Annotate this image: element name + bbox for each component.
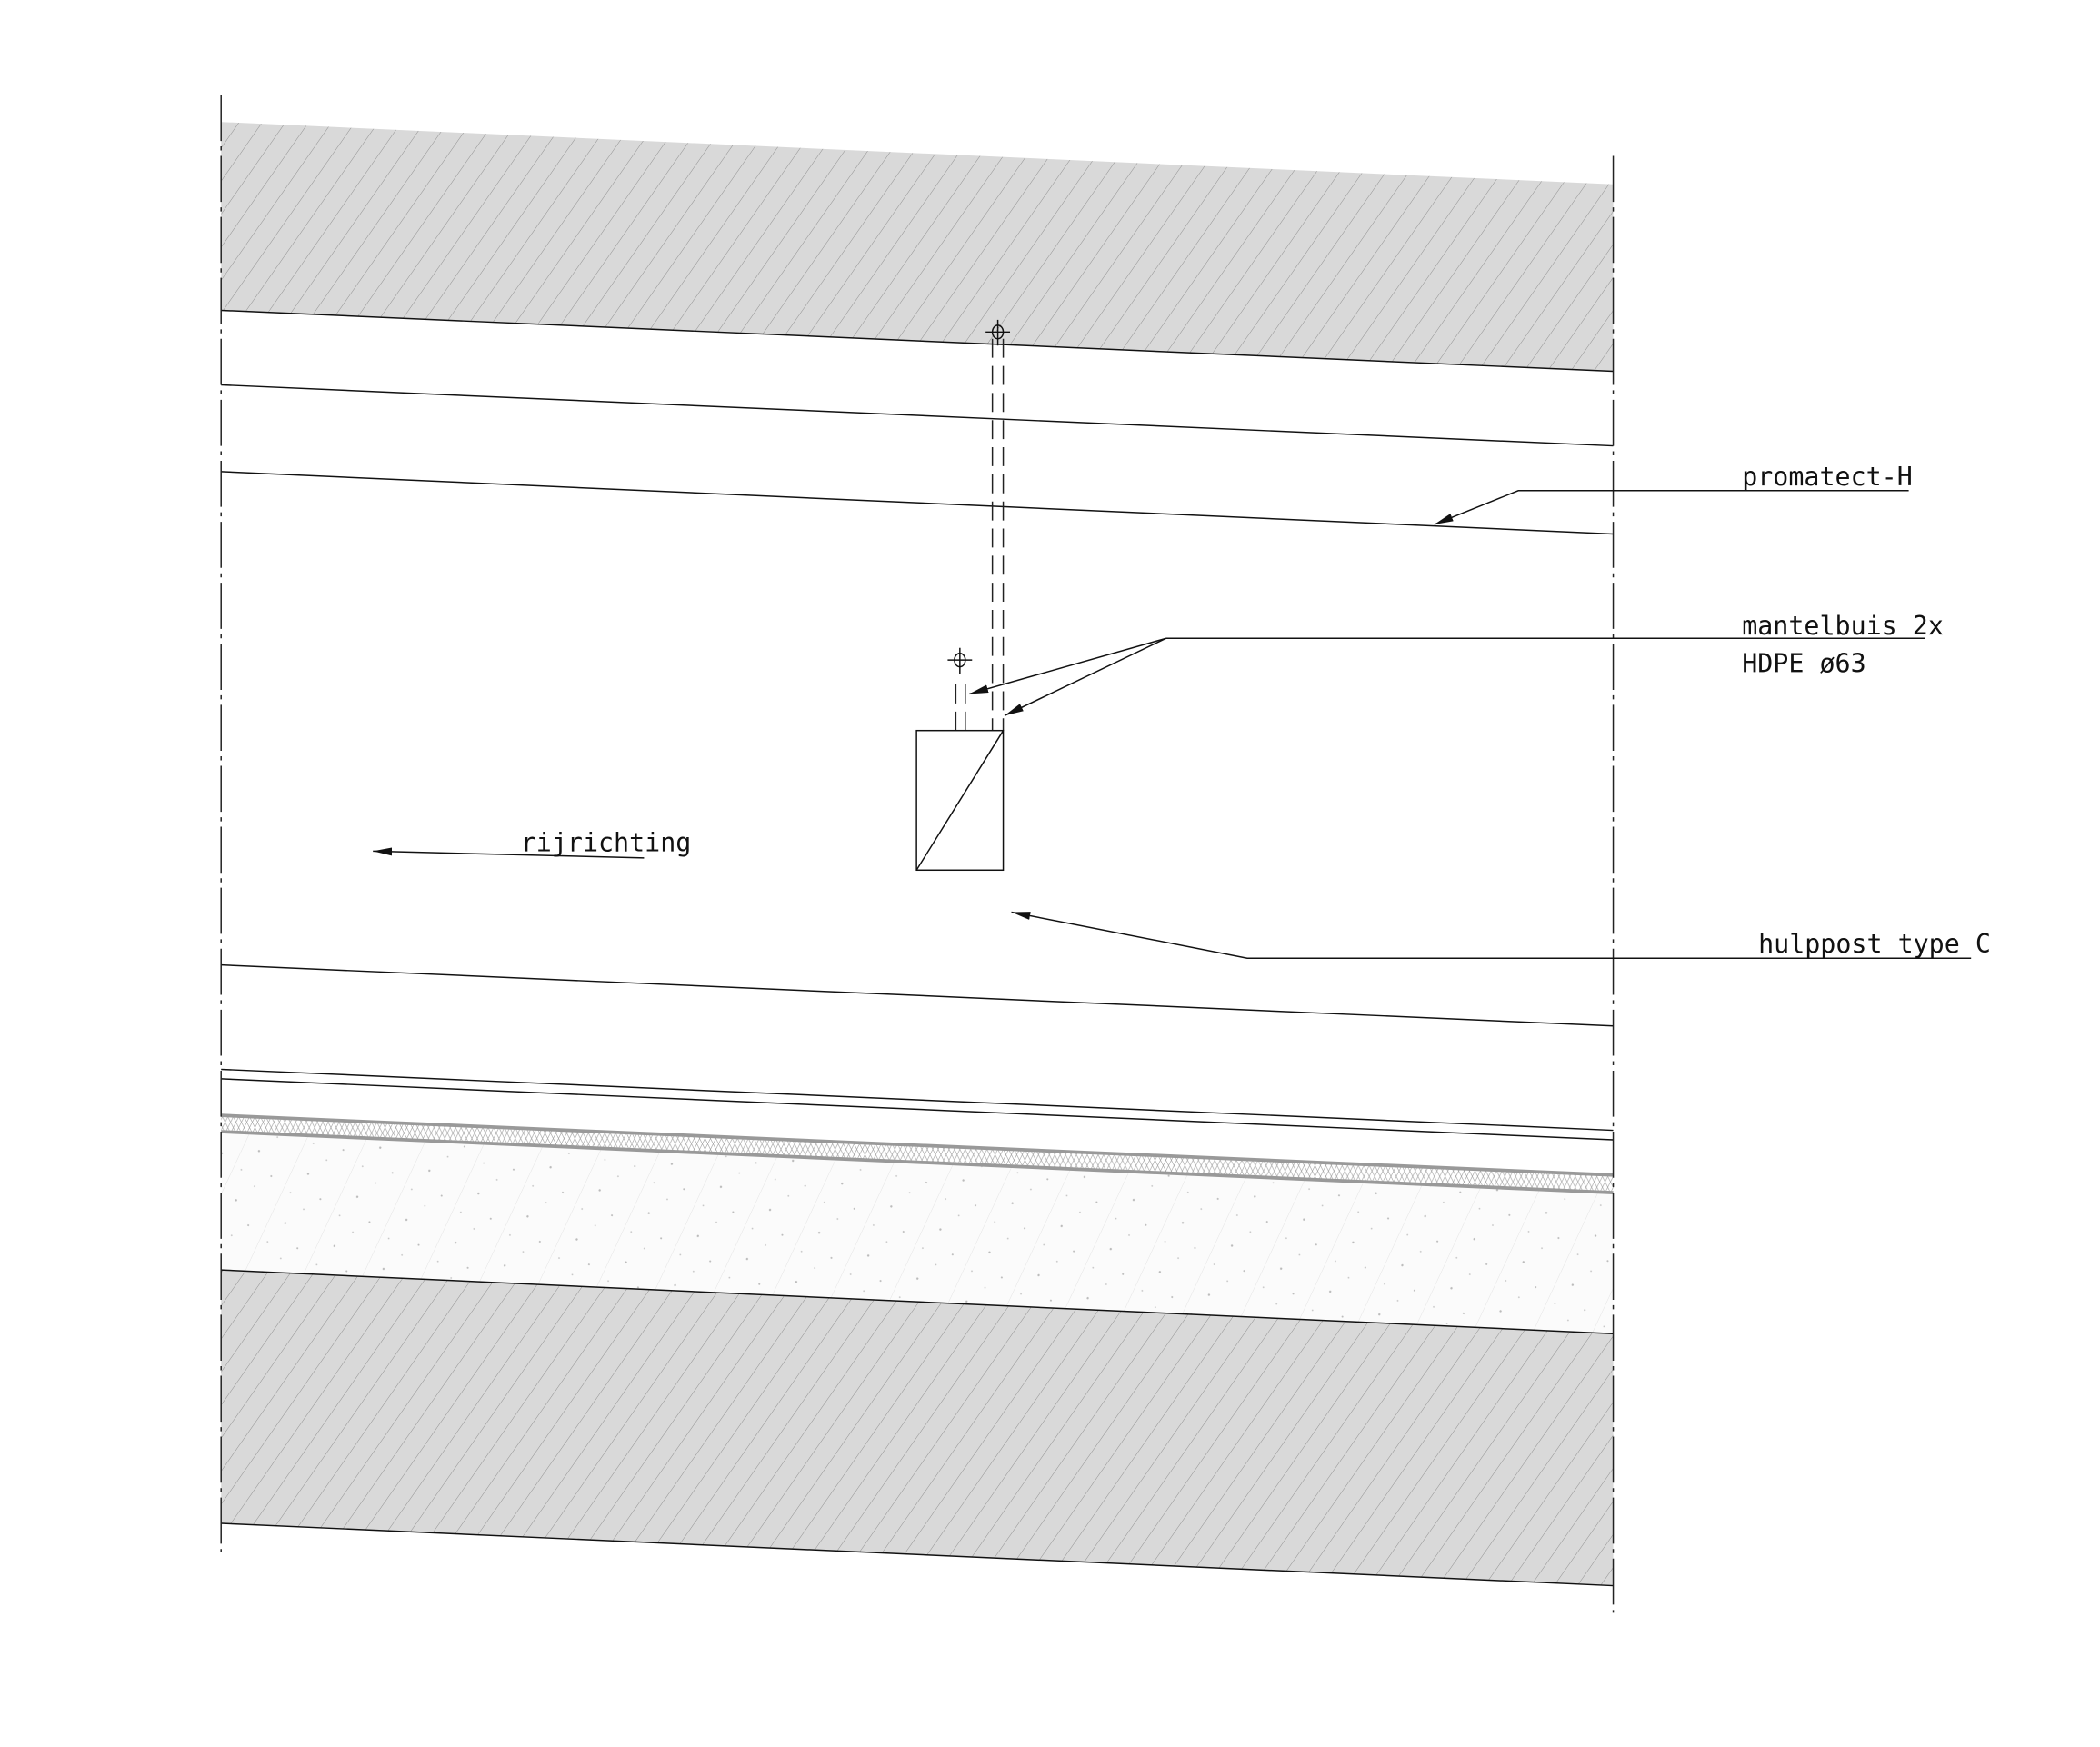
hulppost-box xyxy=(915,729,1005,872)
crosshair-icon xyxy=(947,647,973,674)
promatect-leader xyxy=(1434,490,1909,525)
label-rijrichting: rijrichting xyxy=(521,827,692,857)
crosshair-icon xyxy=(985,319,1011,346)
label-mantelbuis: mantelbuis 2x xyxy=(1742,611,1944,641)
top-slab-hatch xyxy=(221,122,1614,372)
driving-direction-arrow xyxy=(373,847,645,859)
label-promatect: promatect-H xyxy=(1742,462,1913,492)
road-line xyxy=(221,963,1614,1027)
insulation-band xyxy=(221,1115,1614,1193)
promatect-bottom-line xyxy=(221,471,1614,535)
fill-layer xyxy=(221,1132,1614,1334)
pavement-line-1 xyxy=(221,1068,1614,1132)
hulppost-leader xyxy=(1011,911,1972,959)
pipe-2 xyxy=(947,647,973,731)
label-hdpe: HDPE ø63 xyxy=(1742,649,1865,679)
promatect-top-line xyxy=(221,384,1614,447)
top-slab-edge xyxy=(221,309,1614,373)
bottom-slab-hatch xyxy=(221,1270,1614,1586)
pavement-line-2 xyxy=(221,1078,1614,1141)
pipe-1 xyxy=(985,319,1011,731)
label-hulppost: hulppost type C xyxy=(1758,929,1991,959)
